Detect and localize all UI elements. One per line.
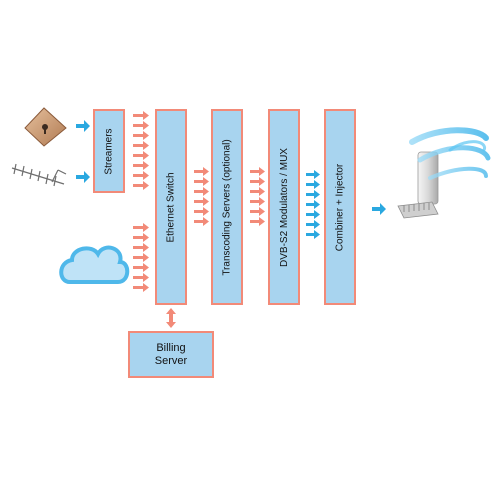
streamers-block: Streamers <box>93 109 125 193</box>
arrows-streamers-to-switch <box>133 111 149 190</box>
modulators-block: DVB-S2 Modulators / MUX <box>268 109 300 305</box>
arrows-transcoding-to-modulators <box>250 167 265 226</box>
transmitter-tower-icon <box>397 151 439 219</box>
transcoding-servers-block: Transcoding Servers (optional) <box>211 109 243 305</box>
ethernet-switch-label: Ethernet Switch <box>165 171 177 243</box>
transcoding-servers-label: Transcoding Servers (optional) <box>221 138 233 276</box>
cloud-icon <box>59 245 130 284</box>
satellite-dish-icon <box>24 107 67 147</box>
combiner-injector-label: Combiner + Injector <box>334 163 346 251</box>
arrow-combiner-to-tower <box>372 203 386 215</box>
billing-line-1: Billing <box>156 341 186 354</box>
antenna-icon <box>11 163 67 187</box>
billing-server-block: Billing Server <box>128 331 214 378</box>
arrows-modulators-to-combiner <box>306 170 320 239</box>
billing-line-2: Server <box>154 354 188 367</box>
broadcast-wave-icon <box>409 127 491 180</box>
streamers-label: Streamers <box>103 127 115 175</box>
ethernet-switch-block: Ethernet Switch <box>155 109 187 305</box>
arrow-switch-billing <box>166 308 176 328</box>
arrows-switch-to-transcoding <box>194 167 209 226</box>
billing-server-label: Billing Server <box>155 342 187 368</box>
modulators-label: DVB-S2 Modulators / MUX <box>278 147 290 267</box>
arrows-cloud-to-switch <box>133 223 149 292</box>
source-arrows <box>76 120 90 183</box>
combiner-injector-block: Combiner + Injector <box>324 109 356 305</box>
